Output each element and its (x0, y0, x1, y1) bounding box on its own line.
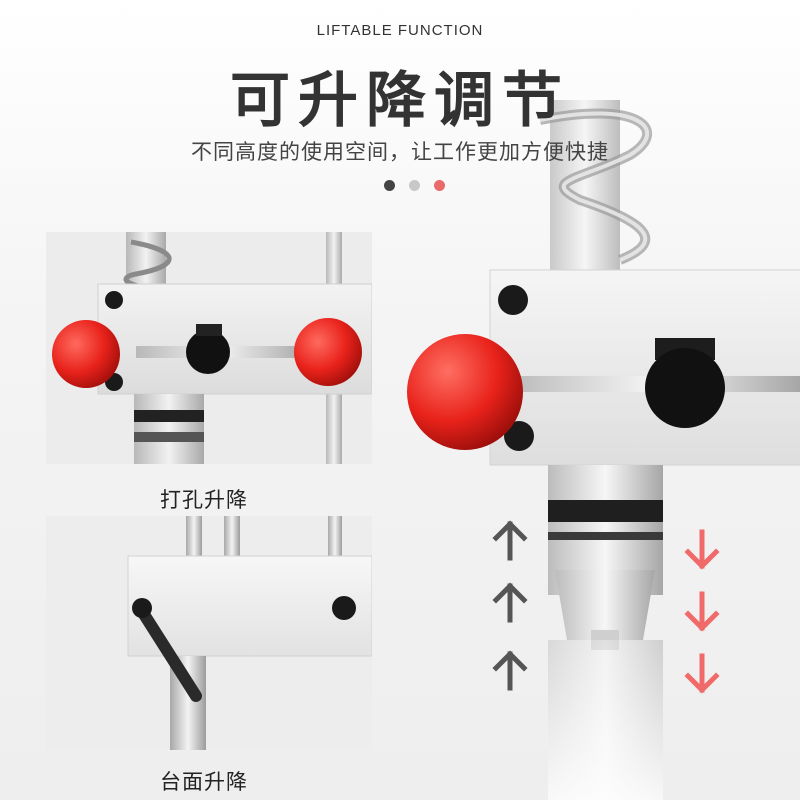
pagination-dot[interactable] (434, 180, 445, 191)
background-spring-illustration (520, 60, 720, 280)
arrow-up-group (490, 520, 534, 700)
pagination-dot[interactable] (384, 180, 395, 191)
drill-lift-photo (46, 232, 372, 464)
drill-lift-caption: 打孔升降 (160, 488, 248, 512)
page-subtitle: 不同高度的使用空间，让工作更加方便快捷 (191, 140, 609, 164)
section-eyebrow: LIFTABLE FUNCTION (316, 22, 484, 39)
table-lift-photo (46, 516, 372, 750)
table-lift-caption: 台面升降 (160, 770, 248, 794)
page-title: 可升降调节 (230, 66, 570, 136)
carousel-pagination (384, 180, 445, 191)
pagination-dot[interactable] (409, 180, 420, 191)
lift-closeup-photo (405, 260, 800, 800)
arrow-down-group (682, 528, 726, 708)
